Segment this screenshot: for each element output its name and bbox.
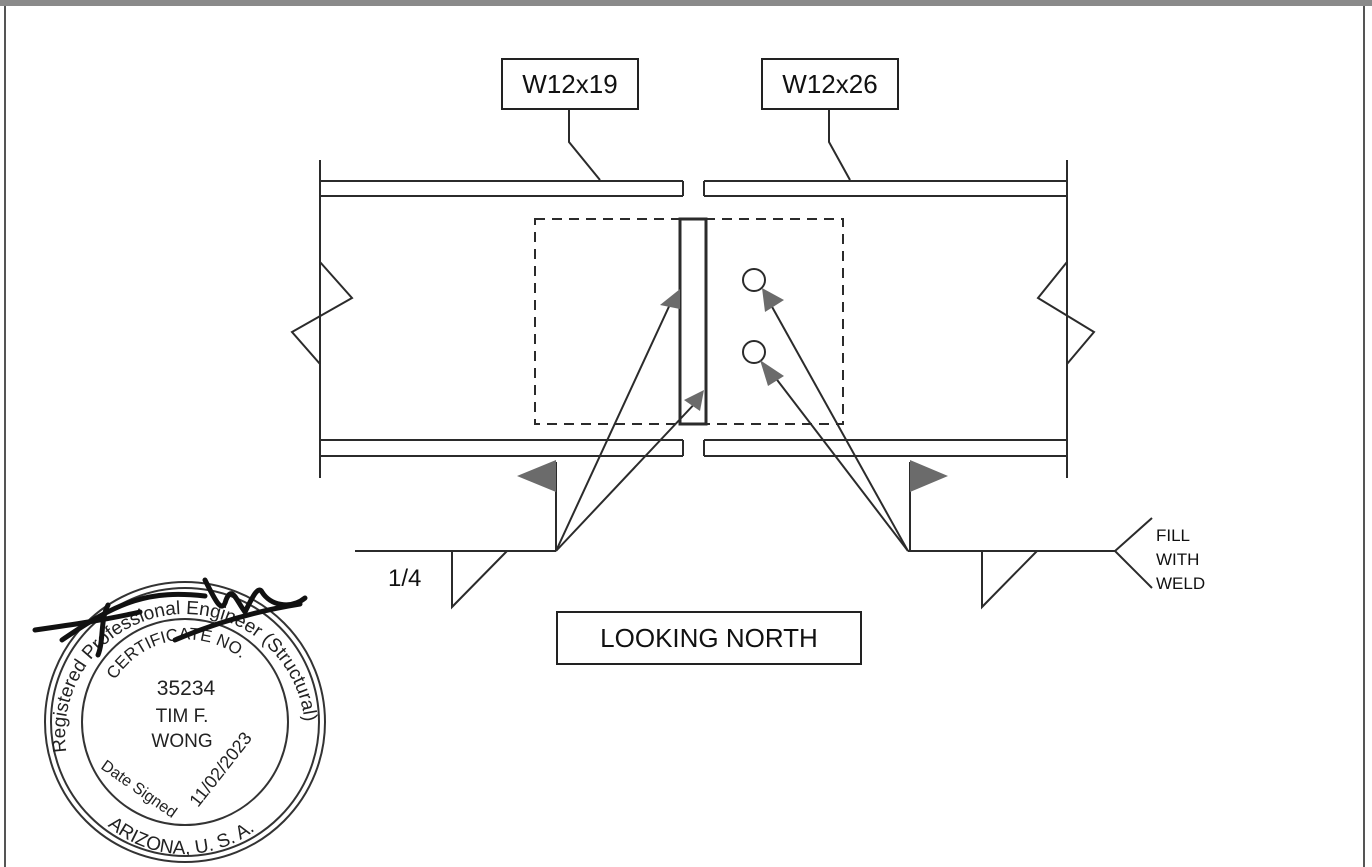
arrowhead [660, 289, 680, 309]
weld-tail-note-line1: FILL [1156, 526, 1191, 545]
bolt-hole [742, 340, 766, 364]
arrowhead [762, 288, 784, 312]
beam-label-w12x26: W12x26 [761, 58, 899, 110]
seal-name-line2: WONG [151, 731, 212, 752]
seal-name-line1: TIM F. [156, 706, 209, 727]
field-weld-flag [517, 460, 556, 492]
left-beam-w12x19 [290, 160, 684, 478]
seal-number: 35234 [157, 677, 216, 700]
field-weld-flag [910, 460, 948, 492]
beam-label-w12x19: W12x19 [501, 58, 639, 110]
bolt-hole [742, 268, 766, 292]
engineer-seal: Registered Professional Engineer (Struct… [32, 577, 326, 863]
weld-tail-note-line3: WELD [1156, 574, 1206, 593]
right-beam-w12x26 [703, 160, 1096, 478]
weld-size-label: 1/4 [388, 565, 422, 592]
arrowhead [684, 390, 704, 411]
weld-tail-note-line2: WITH [1156, 550, 1200, 569]
leader-line [568, 110, 601, 181]
shear-plate-dashed [534, 218, 844, 425]
drawing-frame [4, 6, 1365, 867]
left-weld-symbol [355, 299, 701, 610]
leader-line [828, 110, 851, 181]
splice-plate [678, 217, 708, 426]
top-border-bar [0, 0, 1372, 6]
right-weld-symbol [765, 295, 1153, 610]
engineer-signature [32, 577, 308, 658]
seal-date-label: Date Signed [98, 757, 180, 821]
arrowhead [760, 360, 784, 386]
view-direction-label: LOOKING NORTH [556, 611, 862, 665]
